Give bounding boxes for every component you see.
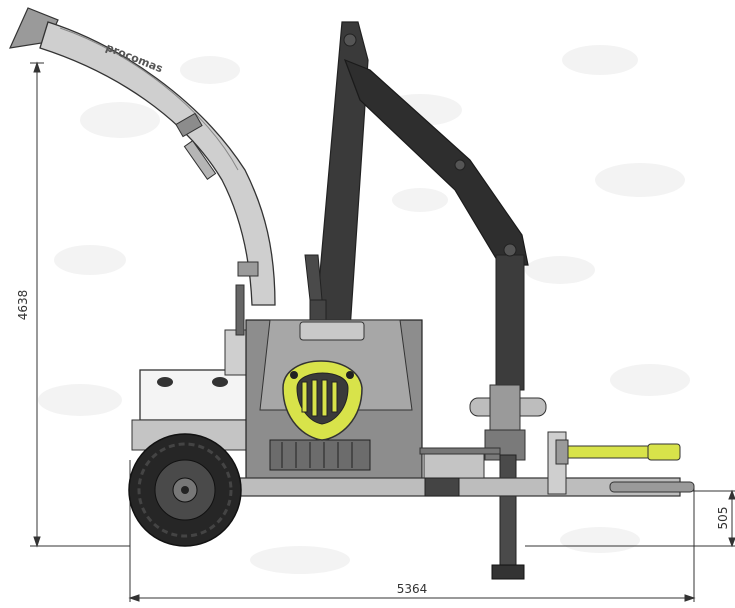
wheel [128,433,242,547]
yellow-grapple [282,360,363,441]
overall-length-label: 5364 [397,582,428,596]
background-pattern [38,45,690,574]
support-leg [491,454,525,580]
pto-shaft [555,439,681,465]
discharge-chute [8,7,276,306]
dimension-overall-height [30,61,130,548]
chassis-frame [239,431,695,497]
engine-box [131,284,258,451]
hitch-height-label: 505 [716,507,730,530]
dimension-hitch-height [525,489,735,548]
overall-height-label: 4638 [16,290,30,321]
